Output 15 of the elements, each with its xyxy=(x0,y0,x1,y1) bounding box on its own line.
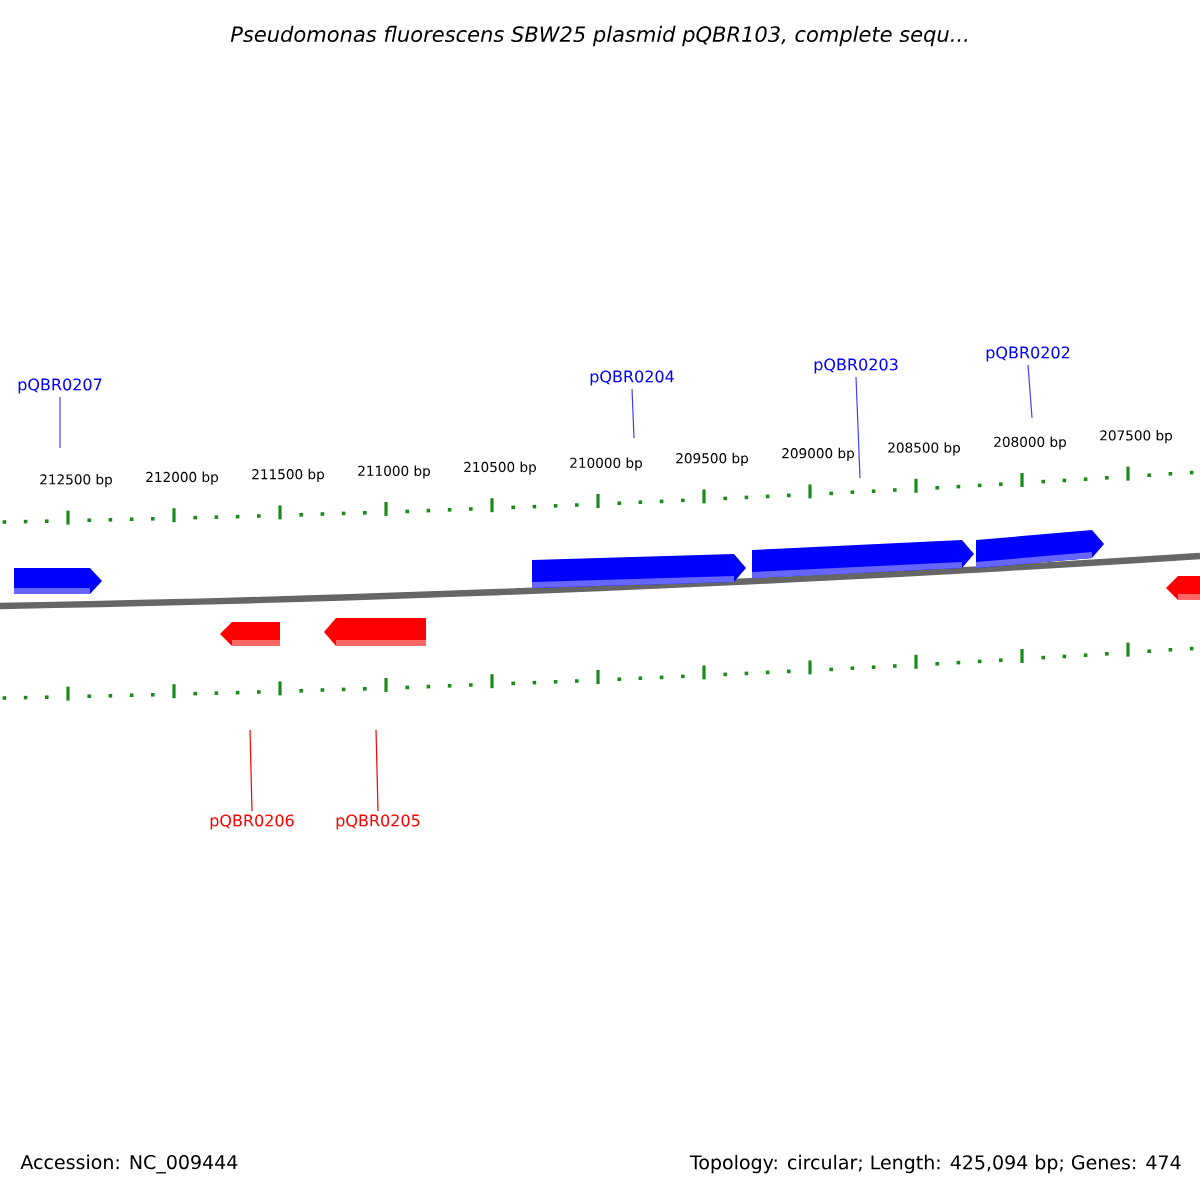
footer-text: Accession: NC_009444 xyxy=(20,1154,238,1174)
gene-label: pQBR0205 xyxy=(336,814,420,830)
leader-line xyxy=(855,376,861,479)
leader-line xyxy=(375,729,379,812)
gene-label: pQBR0207 xyxy=(18,378,102,394)
gene-label: pQBR0204 xyxy=(590,370,674,386)
leader-line xyxy=(249,729,253,812)
leader-line xyxy=(631,388,635,439)
gene-label: pQBR0202 xyxy=(986,346,1070,362)
title: Pseudomonas fluorescens SBW25 plasmid pQBR103, complete sequ... xyxy=(230,25,967,47)
leader-line xyxy=(59,396,61,449)
gene-label: pQBR0206 xyxy=(210,814,294,830)
gene-label: pQBR0203 xyxy=(814,358,898,374)
leader-line xyxy=(1027,364,1033,419)
footer-text: Topology: circular; Length: 425,094 bp; Genes: 474 xyxy=(689,1154,1181,1174)
